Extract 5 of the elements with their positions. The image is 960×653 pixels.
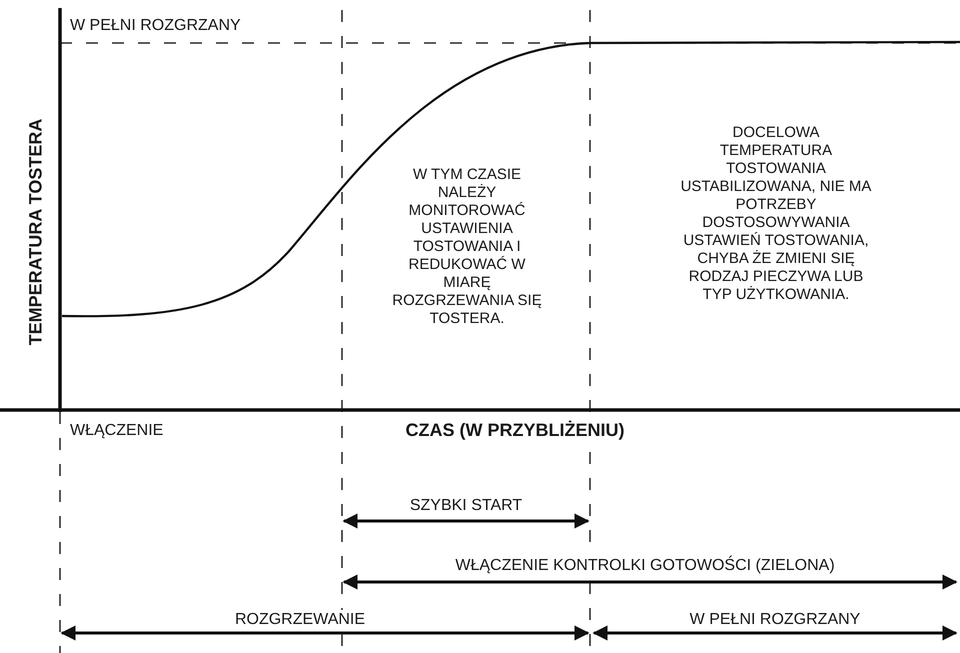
note-text: DOCELOWA TEMPERATURA TOSTOWANIA USTABILIZOWANA, NIE MA POTRZEBY DOSTOSOWYWANIA USTAWIEŃ TOSTOWANIA, CHYBA ŻE ZMIENI SIĘ RODZAJ PIECZYWA LUB TYP UŻYTKOWANIA. — [680, 124, 872, 304]
level-label: W PEŁNI ROZGRZANY — [70, 16, 241, 35]
start-label: WŁĄCZENIE — [70, 421, 164, 440]
note-text: W TYM CZASIE NALEŻY MONITOROWAĆ USTAWIENIA TOSTOWANIA I REDUKOWAĆ W MIARĘ ROZGRZEWANIA SIĘ TOSTERA. — [392, 166, 542, 328]
axis-title: TEMPERATURA TOSTERA — [26, 118, 46, 346]
